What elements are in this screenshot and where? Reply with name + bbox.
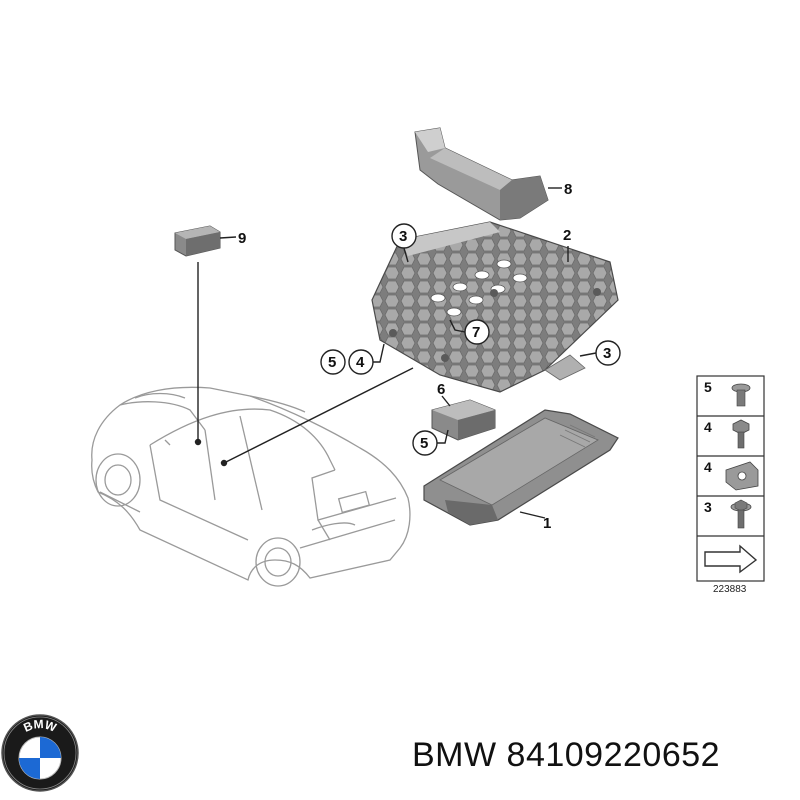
legend-number-3: 4 (704, 459, 712, 475)
callout-7: 7 (472, 324, 480, 341)
part-2-honeycomb-plate-icon (371, 221, 619, 393)
bmw-logo-icon: BMW (1, 714, 79, 792)
caption-part-number: 84109220652 (506, 736, 721, 774)
part-1-control-unit-icon (423, 409, 619, 526)
part-8-bracket-icon (414, 127, 562, 221)
car-outline-icon (91, 386, 411, 587)
legend-number-4: 3 (704, 499, 712, 515)
callout-7-circle (449, 319, 490, 345)
callout-4: 4 (356, 354, 365, 371)
callout-2: 2 (563, 227, 571, 244)
screw-icon (731, 383, 751, 407)
legend-number-1: 5 (704, 379, 712, 395)
legend-code: 223883 (713, 584, 747, 595)
part-9-module-icon (174, 225, 237, 257)
callout-5b-circle (412, 429, 449, 456)
hardware-legend (696, 375, 765, 582)
legend-number-2: 4 (704, 419, 712, 435)
callout-5a: 5 (328, 354, 336, 371)
callout-3b: 3 (603, 345, 611, 362)
callout-8: 8 (564, 181, 572, 198)
callout-6: 6 (437, 381, 445, 398)
callout-1: 1 (543, 515, 551, 532)
callout-3a: 3 (399, 228, 407, 245)
callout-5a-4-circles (320, 343, 385, 375)
callout-9: 9 (238, 230, 246, 247)
caption-brand: BMW (412, 736, 497, 774)
callout-5b: 5 (420, 435, 428, 452)
part-6-module-icon (431, 395, 496, 441)
arrow-icon (704, 544, 758, 574)
bolt-icon (732, 419, 750, 449)
clip-nut-icon (725, 461, 759, 491)
washer-screw-icon (730, 499, 752, 529)
callout-3a-circle (391, 223, 417, 263)
callout-3b-circle (579, 340, 621, 366)
part-caption: BMW 84109220652 (412, 736, 792, 775)
leader-lines (194, 262, 414, 467)
